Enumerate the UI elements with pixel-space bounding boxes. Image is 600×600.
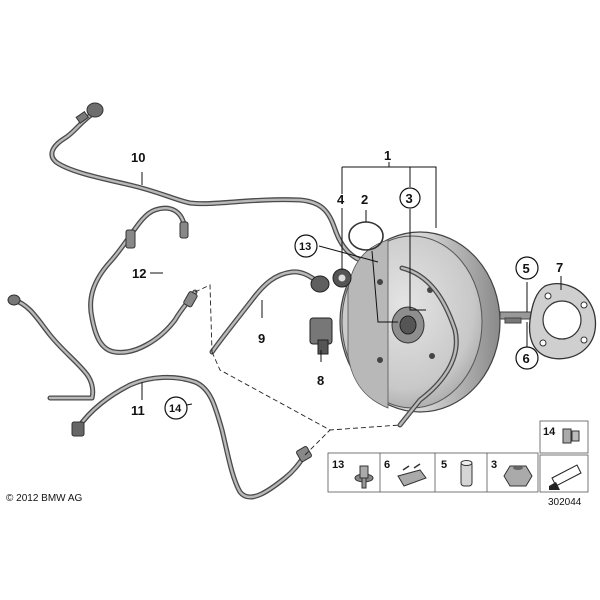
hose-end-fitting [86, 102, 104, 118]
callout-14-circle [164, 396, 188, 420]
callout-11: 11 [131, 403, 145, 418]
sensor-8 [309, 317, 333, 355]
vacuum-hose-11 [71, 374, 312, 500]
legend-label-14: 14 [543, 426, 556, 438]
callout-9: 9 [258, 331, 265, 346]
grommet-4 [332, 268, 352, 288]
gasket-7 [528, 283, 597, 360]
image-number: 302044 [548, 497, 582, 508]
legend-label-5: 5 [441, 459, 447, 471]
callout-1: 1 [384, 148, 391, 163]
legend-item-14: 14 [539, 420, 589, 454]
callout-5-circle [515, 256, 539, 280]
callout-13: 13 [299, 241, 311, 253]
callout-10: 10 [131, 150, 145, 165]
legend-label-3: 3 [491, 459, 497, 471]
o-ring-2 [348, 221, 384, 251]
legend-strip: 13 6 5 3 [327, 452, 539, 493]
connection-lines [194, 284, 401, 456]
callout-3-circle [399, 187, 421, 209]
legend-part-6 [397, 463, 427, 487]
legend-part-3 [503, 465, 533, 487]
callout-6: 6 [523, 351, 530, 366]
legend-label-13: 13 [332, 459, 344, 471]
legend-part-5 [460, 460, 473, 487]
callout-5: 5 [523, 261, 530, 276]
callout-2: 2 [361, 192, 368, 207]
legend-part-13 [354, 465, 374, 489]
callouts: 1 4 2 3 13 5 7 6 8 9 10 12 11 14 [131, 148, 563, 420]
callout-12: 12 [132, 266, 146, 281]
callout-13-circle [294, 234, 318, 258]
callout-4: 4 [337, 192, 345, 207]
vacuum-hose-9 [209, 269, 330, 355]
callout-6-circle [515, 346, 539, 370]
vacuum-hose-12 [7, 205, 198, 401]
copyright-text: © 2012 BMW AG [6, 493, 83, 504]
legend-label-6: 6 [384, 459, 390, 471]
callout-14: 14 [169, 403, 182, 415]
vacuum-hose-10 [49, 102, 405, 271]
legend-arrow-box [539, 454, 589, 493]
callout-3: 3 [406, 191, 413, 206]
callout-7: 7 [556, 260, 563, 275]
callout-8: 8 [317, 373, 324, 388]
brake-booster [339, 231, 533, 428]
